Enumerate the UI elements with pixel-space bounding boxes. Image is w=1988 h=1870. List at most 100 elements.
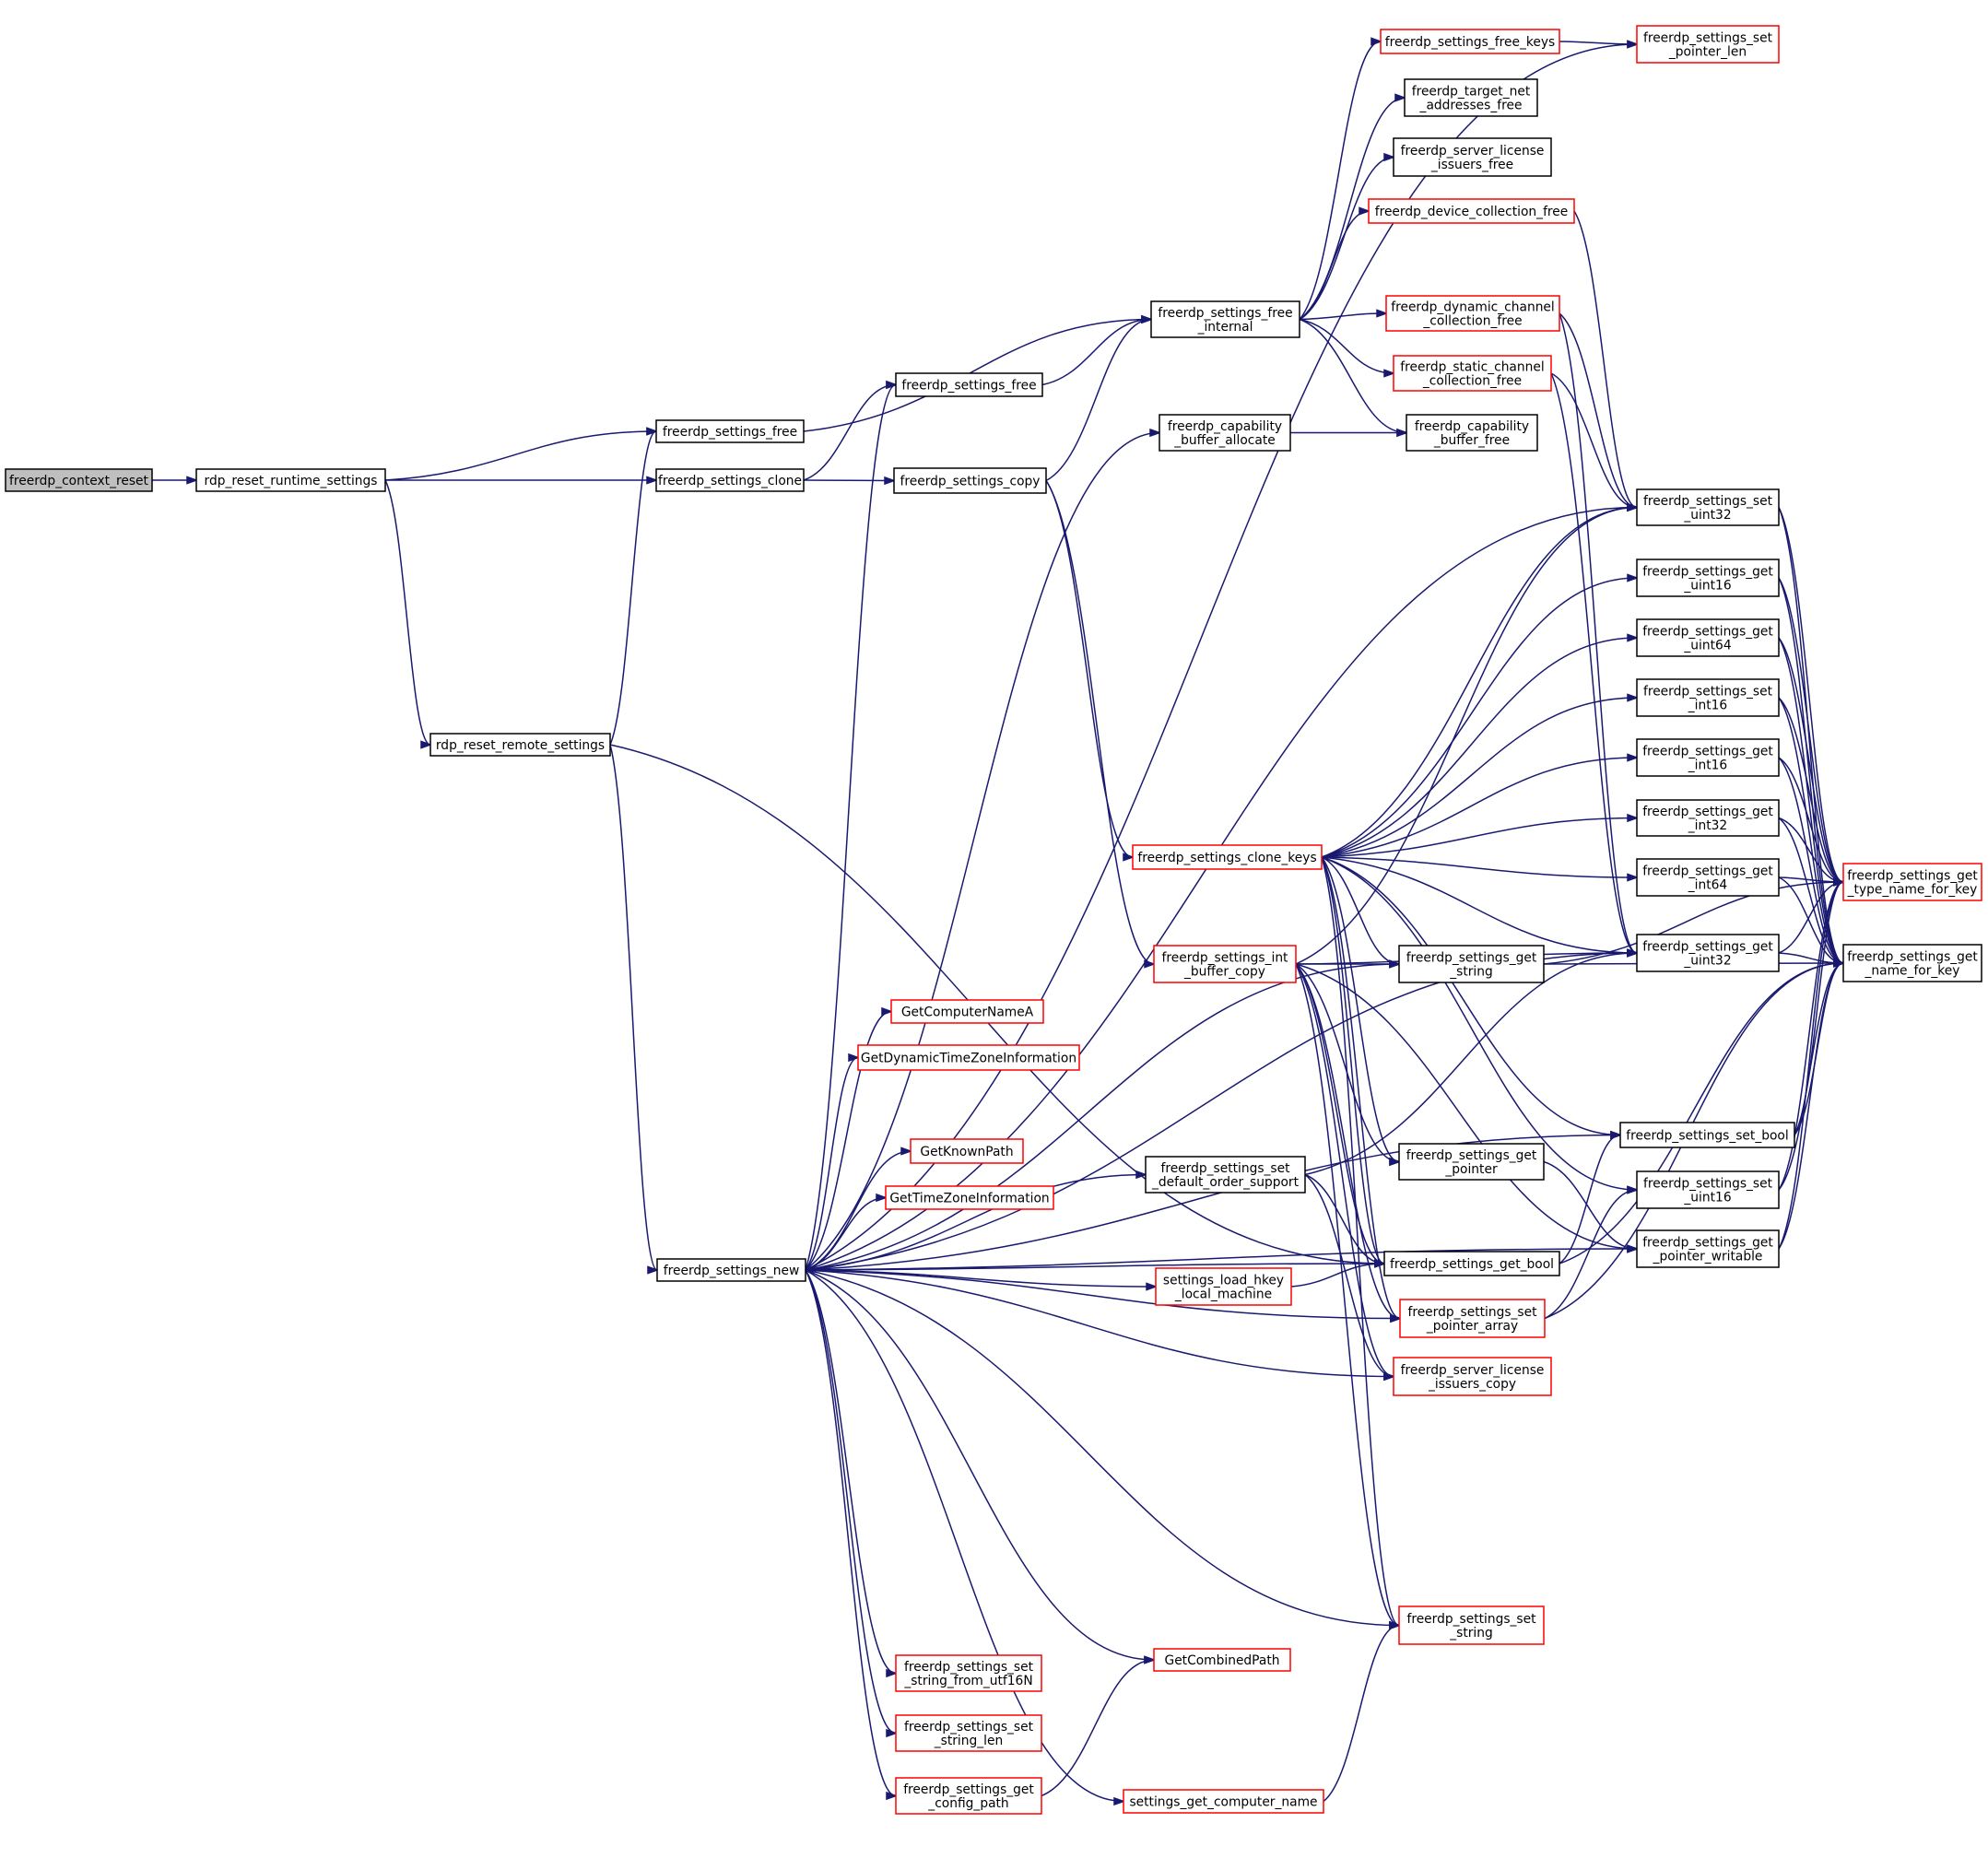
edge-line	[805, 1269, 897, 1797]
node-label: freerdp_settings_set	[1643, 494, 1773, 509]
edge-line	[1321, 637, 1638, 858]
edge-line	[384, 430, 657, 481]
node-box[interactable]	[1393, 1357, 1552, 1396]
edge-line	[1321, 817, 1638, 858]
edge-line	[1295, 963, 1394, 1378]
node-freerdp-dynamic-channel-collection-free[interactable]: freerdp_dynamic_channel_collection_free	[1385, 295, 1560, 332]
call-edge	[1295, 502, 1640, 965]
edge-line	[805, 383, 897, 1271]
edge-line	[803, 479, 895, 482]
node-box[interactable]	[1123, 1789, 1324, 1814]
node-freerdp-settings-get-config-path[interactable]: freerdp_settings_get_config_path	[895, 1777, 1042, 1815]
node-freerdp-settings-get-uint64: freerdp_settings_get_uint64	[1636, 618, 1780, 657]
node-GetKnownPath[interactable]: GetKnownPath	[910, 1138, 1024, 1164]
call-edge	[609, 744, 660, 1275]
node-GetComputerNameA[interactable]: GetComputerNameA	[890, 999, 1044, 1024]
node-settings-load-hkey-local-machine[interactable]: settings_load_hkey_local_machine	[1155, 1267, 1292, 1306]
node-freerdp-settings-free-keys[interactable]: freerdp_settings_free_keys	[1380, 29, 1560, 54]
node-GetDynamicTimeZoneInformation[interactable]: GetDynamicTimeZoneInformation	[857, 1044, 1080, 1071]
node-label: _pointer_array	[1426, 1319, 1518, 1334]
call-edge	[803, 476, 897, 486]
node-label: _default_order_support	[1151, 1175, 1300, 1190]
node-rdp-reset-remote-settings: rdp_reset_remote_settings	[429, 733, 611, 757]
node-label: freerdp_settings_set	[904, 1660, 1034, 1675]
node-label: rdp_reset_runtime_settings	[205, 474, 378, 488]
arrowhead	[886, 1668, 899, 1678]
arrowhead	[1627, 693, 1640, 702]
arrowhead	[1610, 1130, 1623, 1140]
node-freerdp-static-channel-collection-free[interactable]: freerdp_static_channel_collection_free	[1393, 355, 1552, 392]
node-box[interactable]	[1636, 25, 1780, 64]
node-freerdp-settings-free-internal: freerdp_settings_free_internal	[1150, 300, 1300, 338]
node-label: _issuers_copy	[1428, 1377, 1516, 1392]
node-freerdp-settings-get-uint16: freerdp_settings_get_uint16	[1636, 559, 1780, 597]
node-settings-get-computer-name[interactable]: settings_get_computer_name	[1123, 1789, 1324, 1814]
node-box	[1150, 300, 1300, 338]
edge-line	[1778, 697, 1844, 883]
node-freerdp-settings-set-string-from-utf16N[interactable]: freerdp_settings_set_string_from_utf16N	[895, 1654, 1042, 1692]
node-freerdp-device-collection-free[interactable]: freerdp_device_collection_free	[1368, 198, 1575, 224]
call-edge	[1321, 813, 1640, 858]
arrowhead	[1374, 1259, 1387, 1268]
node-freerdp-settings-set-pointer-len[interactable]: freerdp_settings_set_pointer_len	[1636, 25, 1780, 64]
node-GetTimeZoneInformation[interactable]: GetTimeZoneInformation	[885, 1185, 1054, 1210]
node-freerdp-settings-set-string[interactable]: freerdp_settings_set_string	[1398, 1605, 1545, 1645]
node-label: freerdp_settings_get	[1642, 625, 1773, 640]
node-label: _collection_free	[1422, 314, 1522, 329]
node-box[interactable]	[890, 999, 1044, 1024]
node-box[interactable]	[910, 1138, 1024, 1164]
edge-line	[1778, 962, 1844, 1191]
node-label: _string_from_utf16N	[903, 1674, 1032, 1688]
edge-line	[1778, 881, 1844, 1250]
node-label: freerdp_settings_copy	[900, 475, 1041, 489]
node-freerdp-settings-set-string-len[interactable]: freerdp_settings_set_string_len	[895, 1714, 1042, 1752]
node-box[interactable]	[1398, 1605, 1545, 1645]
node-box[interactable]	[1132, 844, 1323, 870]
node-box[interactable]	[1155, 1267, 1292, 1306]
node-box[interactable]	[885, 1185, 1054, 1210]
call-edge	[803, 380, 899, 481]
edge-line	[805, 1150, 912, 1271]
node-box[interactable]	[895, 1714, 1042, 1752]
call-edge	[1573, 210, 1640, 512]
edge-line	[805, 43, 1638, 1271]
edge-line	[1778, 637, 1844, 964]
call-edge	[1778, 577, 1846, 887]
node-box[interactable]	[1153, 1648, 1291, 1672]
node-GetCombinedPath[interactable]: GetCombinedPath	[1153, 1648, 1291, 1672]
edge-line	[1299, 318, 1394, 374]
call-edge	[805, 948, 1640, 1271]
node-box	[1404, 78, 1538, 117]
edge-line	[1304, 1173, 1394, 1378]
node-box[interactable]	[857, 1044, 1080, 1071]
node-box[interactable]	[1153, 945, 1297, 983]
edge-line	[1778, 817, 1844, 964]
node-label: GetCombinedPath	[1165, 1653, 1280, 1668]
node-freerdp-settings-int-buffer-copy[interactable]: freerdp_settings_int_buffer_copy	[1153, 945, 1297, 983]
edge-line	[1778, 757, 1844, 883]
node-box	[1636, 618, 1780, 657]
call-edge	[1543, 1160, 1640, 1253]
node-box[interactable]	[1380, 29, 1560, 54]
node-label: _int32	[1688, 818, 1727, 833]
call-edge	[805, 428, 1162, 1271]
node-box[interactable]	[1399, 1299, 1546, 1338]
node-box[interactable]	[895, 1777, 1042, 1815]
node-freerdp-settings-get-type-name-for-key[interactable]: freerdp_settings_get_type_name_for_key	[1842, 863, 1982, 901]
node-label: freerdp_settings_get	[1642, 805, 1773, 819]
node-label: _string	[1449, 965, 1493, 980]
node-box	[5, 468, 153, 492]
node-freerdp-server-license-issuers-copy[interactable]: freerdp_server_license_issuers_copy	[1393, 1357, 1552, 1396]
node-box[interactable]	[1368, 198, 1575, 224]
call-edge	[1559, 1130, 1623, 1264]
edge-line	[1778, 962, 1844, 1250]
node-box[interactable]	[1393, 355, 1552, 392]
node-freerdp-settings-clone-keys[interactable]: freerdp_settings_clone_keys	[1132, 844, 1323, 870]
node-freerdp-capability-buffer-allocate: freerdp_capability_buffer_allocate	[1159, 414, 1291, 452]
node-box[interactable]	[895, 1654, 1042, 1692]
node-freerdp-settings-set-pointer-array[interactable]: freerdp_settings_set_pointer_array	[1399, 1299, 1546, 1338]
node-box[interactable]	[1385, 295, 1560, 332]
call-edge	[1045, 480, 1157, 969]
node-box[interactable]	[1842, 863, 1982, 901]
node-freerdp-settings-get-int32: freerdp_settings_get_int32	[1636, 799, 1780, 837]
